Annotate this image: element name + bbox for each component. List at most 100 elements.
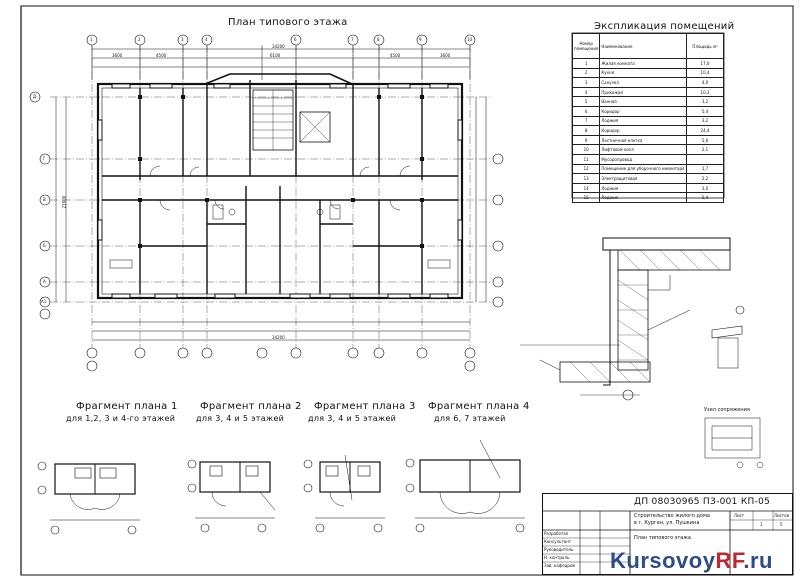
cell-num: 4 xyxy=(571,86,601,98)
fragment-plans xyxy=(37,439,525,535)
sheets-label: Листов xyxy=(774,513,789,518)
fragment-4-title: Фрагмент плана 4 xyxy=(428,401,530,412)
cell-area: 10,3 xyxy=(686,86,724,98)
typical-floor-plan xyxy=(29,34,504,372)
fragment-3-title: Фрагмент плана 3 xyxy=(314,401,416,412)
axis-label: 9 xyxy=(419,37,422,42)
cell-num: 3 xyxy=(571,77,601,88)
cell-area: 2,1 xyxy=(686,144,724,155)
explication-title: Экспликация помещений xyxy=(594,21,735,32)
fragment-4-subtitle: для 6, 7 этажей xyxy=(434,414,506,423)
axis-label: А1 xyxy=(41,299,47,304)
role-label: Руководитель xyxy=(544,547,574,552)
cell-name: Прихожая xyxy=(599,86,687,98)
sheets-count: 5 xyxy=(780,522,783,527)
cell-name: Лифтовой холл xyxy=(599,144,687,155)
cell-num: 15 xyxy=(571,192,601,203)
cell-name: Лоджия xyxy=(599,115,687,127)
role-label: Н. контроль xyxy=(544,555,570,560)
axis-label: Б xyxy=(43,243,46,248)
fragment-3-subtitle: для 3, 4 и 5 этажей xyxy=(308,414,397,423)
cell-num: 6 xyxy=(571,105,601,117)
cell-area: 2,2 xyxy=(686,173,724,184)
fragment-2-subtitle: для 3, 4 и 5 этажей xyxy=(196,414,285,423)
object-address: в г. Курган, ул. Пушкина xyxy=(634,520,700,526)
role-label: Зав. кафедрой xyxy=(544,563,576,568)
cell-name: Кухня xyxy=(599,67,687,79)
dimension: 3600 xyxy=(112,53,123,58)
dimension: 4500 xyxy=(390,53,401,58)
project-code: ДП 08030965 ПЗ-001 КП-05 xyxy=(634,497,771,507)
role-label: Консультант xyxy=(544,539,572,544)
cell-area: 24,4 xyxy=(686,125,724,136)
watermark-logo: KursovoyRF.ru xyxy=(610,548,773,573)
axis-label: В xyxy=(43,197,46,202)
cell-area: 5,4 xyxy=(686,192,724,203)
cell-area: 3,0 xyxy=(686,182,724,194)
cell-name: Коридор xyxy=(599,125,687,136)
drawing-name: План типового этажа xyxy=(634,535,691,541)
cell-name: Санузел xyxy=(599,77,687,88)
sheet-number: 1 xyxy=(760,522,763,527)
cell-num: 8 xyxy=(571,125,601,136)
node-title: Узел сопряжения xyxy=(704,407,750,413)
cell-num: 2 xyxy=(571,67,601,79)
dimension-total: 34200 xyxy=(272,335,285,340)
cell-name: Жилая комната xyxy=(599,58,687,69)
axis-label: 1 xyxy=(90,37,93,42)
cell-area: 17,0 xyxy=(686,58,724,69)
cell-num: 9 xyxy=(571,134,601,146)
cell-area: 10,4 xyxy=(686,67,724,79)
cell-name: Помещение для уборочного инвентаря xyxy=(599,163,687,175)
cell-name: Коридор xyxy=(599,105,687,117)
axis-label: 3 xyxy=(181,37,184,42)
cell-area: 5,6 xyxy=(686,134,724,146)
fragment-1-subtitle: для 1,2, 3 и 4-го этажей xyxy=(66,414,176,423)
header-cell: Наименование xyxy=(599,33,687,59)
cell-num: 1 xyxy=(571,58,601,69)
cell-num: 11 xyxy=(571,153,601,165)
dimension: 21000 xyxy=(61,195,67,209)
cell-num: 7 xyxy=(571,115,601,127)
dimension-total: 34200 xyxy=(272,44,285,49)
cell-name: Электрощитовая xyxy=(599,173,687,184)
cell-area: 3,2 xyxy=(686,96,724,107)
cell-area: 1,7 xyxy=(686,163,724,175)
cell-name: Лоджия xyxy=(599,182,687,194)
cell-area: 5,4 xyxy=(686,105,724,117)
table-header-row: Номер помещения Наименование Площадь м² xyxy=(571,33,724,59)
axis-label: 7 xyxy=(351,37,354,42)
cell-area: 4,0 xyxy=(686,77,724,88)
cell-area: 3,2 xyxy=(686,115,724,127)
fragment-1-title: Фрагмент плана 1 xyxy=(76,401,178,412)
axis-label: 10 xyxy=(467,37,473,42)
cell-name: Лестничная клетка xyxy=(599,134,687,146)
title-block-frame xyxy=(542,493,793,575)
cell-area xyxy=(686,153,724,165)
cell-name: Ванная xyxy=(599,96,687,107)
sheet-label: Лист xyxy=(734,513,745,518)
cell-num: 5 xyxy=(571,96,601,107)
header-cell: Площадь м² xyxy=(686,33,724,59)
axis-label: Д xyxy=(33,94,37,99)
dimension: 4500 xyxy=(156,53,167,58)
cell-num: 12 xyxy=(571,163,601,175)
role-label: Разработал xyxy=(544,531,569,536)
dimension: 3600 xyxy=(440,53,451,58)
explication-table: Номер помещения Наименование Площадь м² … xyxy=(571,33,724,203)
cell-name: Мусоропровод xyxy=(599,153,687,165)
